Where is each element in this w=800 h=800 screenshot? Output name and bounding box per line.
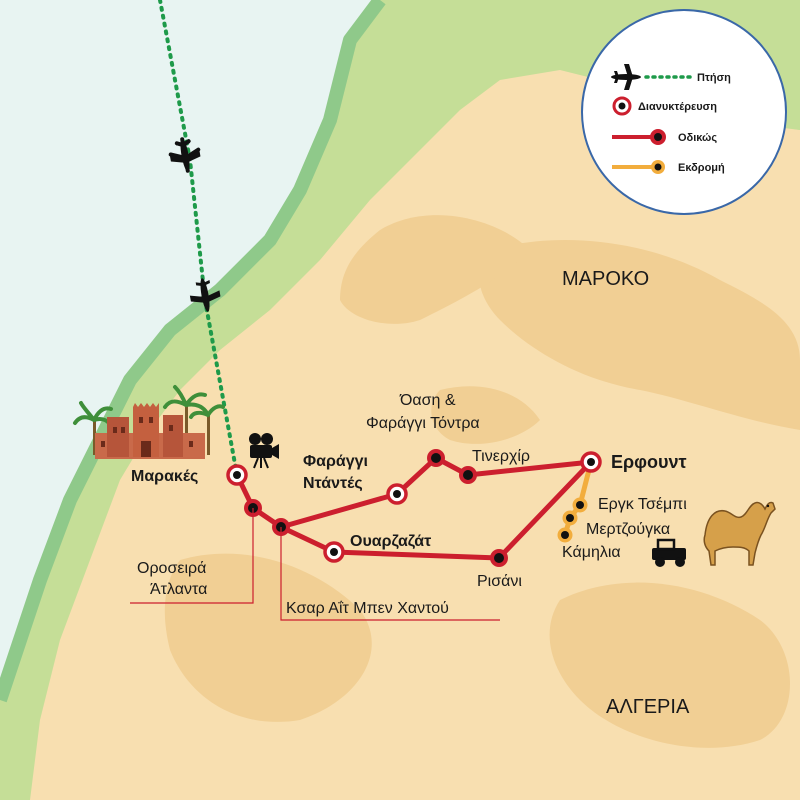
coastline bbox=[0, 0, 386, 703]
sand-region-3 bbox=[164, 553, 372, 722]
place-label-tinerhir: Τινερχίρ bbox=[472, 448, 530, 465]
place-label-ouarzazate: Ουαρζαζάτ bbox=[350, 533, 431, 550]
road-stop-rissani bbox=[490, 549, 508, 567]
overnight-marker-erfoud bbox=[580, 451, 602, 473]
ait-ben-haddou-leader-line bbox=[280, 527, 500, 621]
place-label-rissani: Ρισάνι bbox=[477, 573, 522, 590]
flight-route bbox=[158, 0, 239, 477]
place-label-camels: Κάμηλια bbox=[562, 544, 621, 561]
place-label-ait-ben-haddou: Κσαρ Αΐτ Μπεν Χαντού bbox=[286, 600, 449, 617]
road-stop-tinerhir bbox=[459, 466, 477, 484]
sea-area bbox=[0, 0, 380, 700]
legend: Πτήση Διανυκτέρευση Οδικώς Εκδρομή bbox=[581, 9, 787, 215]
overnight-marker-dades bbox=[386, 483, 408, 505]
legend-road-label: Οδικώς bbox=[678, 132, 717, 144]
country-label-morocco: ΜΑΡΟΚΟ bbox=[562, 268, 649, 290]
legend-flight-label: Πτήση bbox=[697, 72, 731, 84]
airplane-icon bbox=[168, 137, 201, 173]
movie-camera-icon bbox=[249, 433, 279, 469]
sand-region-4 bbox=[549, 582, 790, 748]
place-label-erfoud: Ερφουντ bbox=[611, 452, 687, 472]
airplane-icon bbox=[189, 278, 221, 312]
sand-region-2 bbox=[340, 215, 530, 324]
excursion-stop-erg-chebbi bbox=[572, 497, 588, 513]
place-label-dades-line1: Φαράγγι bbox=[303, 453, 368, 470]
legend-excursion-label: Εκδρομή bbox=[678, 162, 725, 174]
sand-region-5 bbox=[431, 386, 540, 444]
excursion-stop-merzouga bbox=[562, 510, 578, 526]
legend-overnight-label: Διανυκτέρευση bbox=[638, 101, 717, 113]
place-label-todra-line2: Φαράγγι Τόντρα bbox=[366, 415, 480, 432]
country-label-algeria: ΑΛΓΕΡΙΑ bbox=[606, 696, 690, 718]
place-label-todra-line1: Όαση & bbox=[399, 392, 456, 409]
place-label-atlas-line1: Οροσειρά bbox=[137, 560, 206, 577]
place-label-atlas-line2: Άτλαντα bbox=[150, 581, 207, 598]
atlas-leader-line bbox=[130, 508, 254, 604]
overnight-marker-ouarzazate bbox=[323, 541, 345, 563]
sand-region-1 bbox=[479, 240, 800, 430]
place-label-dades-line2: Ντάντές bbox=[303, 475, 363, 492]
excursion-route bbox=[562, 461, 594, 536]
place-label-erg-chebbi: Εργκ Τσέμπι bbox=[598, 496, 687, 513]
camel-icon bbox=[703, 501, 776, 566]
legend-airplane-icon bbox=[611, 64, 641, 90]
place-label-marrakesh: Μαρακές bbox=[131, 468, 198, 485]
road-route bbox=[234, 455, 594, 561]
jeep-icon bbox=[652, 538, 686, 567]
overnight-marker-marrakesh bbox=[226, 464, 248, 486]
kasbah-icon bbox=[73, 385, 225, 459]
place-label-merzouga: Μερτζούγκα bbox=[586, 521, 670, 538]
road-stop-todra bbox=[427, 449, 445, 467]
excursion-stop-camels bbox=[557, 527, 573, 543]
